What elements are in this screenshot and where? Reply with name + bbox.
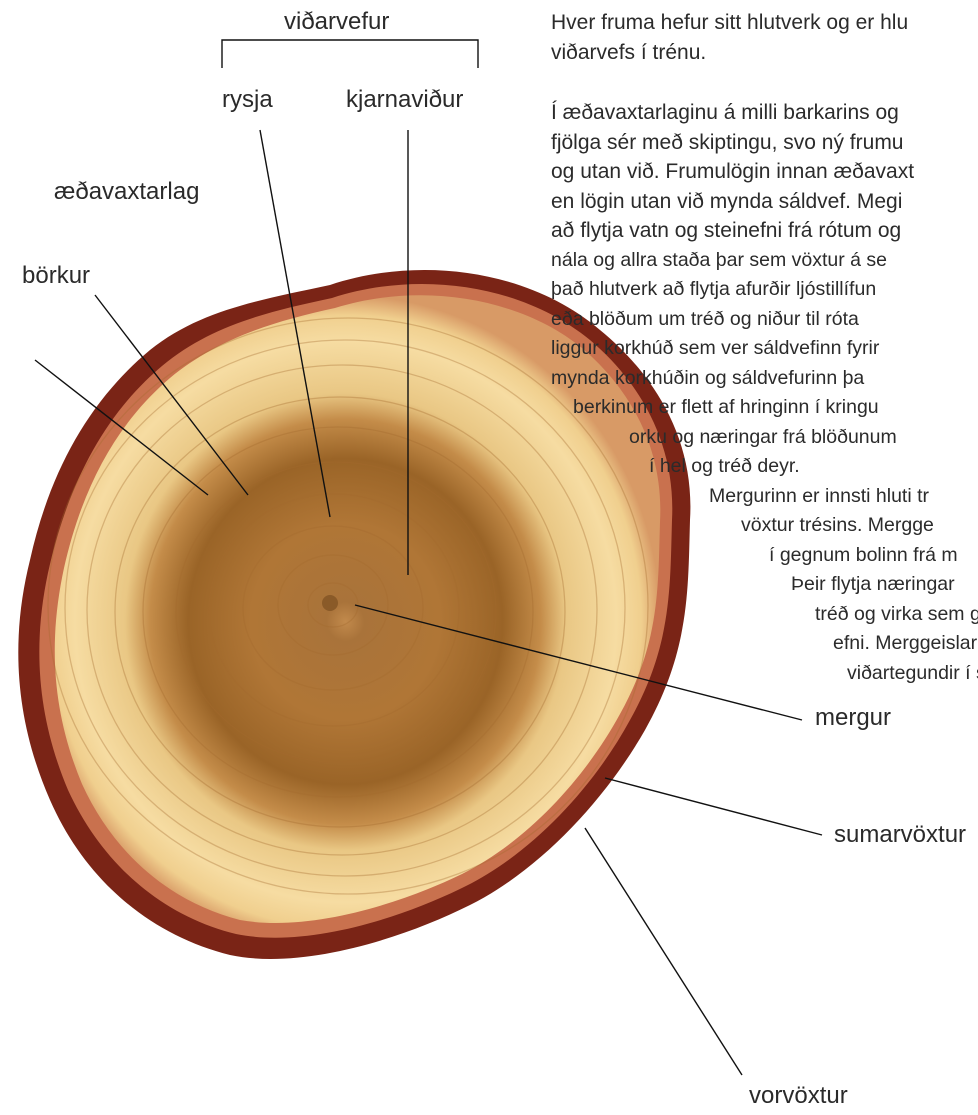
label-sumarvoxtur: sumarvöxtur — [834, 823, 966, 847]
text-line: viðarvefs í trénu. — [551, 38, 908, 68]
pith — [322, 595, 338, 611]
label-kjarnavidur: kjarnaviður — [346, 88, 463, 112]
text-line: tréð og virka sem g — [815, 600, 978, 630]
text-line: nála og allra staða þar sem vöxtur á se — [551, 246, 978, 276]
sumarvoxtur-leader — [605, 778, 822, 835]
text-line: Þeir flytja næringar — [791, 570, 978, 600]
text-line: fjölga sér með skiptingu, svo ný frumu — [551, 128, 978, 158]
label-borkur: börkur — [22, 264, 90, 288]
label-mergur: mergur — [815, 706, 891, 730]
label-vorvoxtur: vorvöxtur — [749, 1084, 848, 1108]
label-aedavaxtarlag: æðavaxtarlag — [54, 180, 199, 204]
text-line: viðartegundir í su — [847, 659, 978, 689]
text-line: og utan við. Frumulögin innan æðavaxt — [551, 157, 978, 187]
text-line: eða blöðum um tréð og niður til róta — [551, 305, 978, 335]
text-line: í hel og tréð deyr. — [649, 452, 978, 482]
vidarvefur-bracket — [222, 40, 478, 68]
text-line: að flytja vatn og steinefni frá rótum og — [551, 216, 978, 246]
text-line: liggur korkhúð sem ver sáldvefinn fyrir — [551, 334, 978, 364]
intro-paragraph: Hver fruma hefur sitt hlutverk og er hlu… — [551, 8, 908, 67]
label-vidarvefur: viðarvefur — [284, 10, 389, 34]
text-line: berkinum er flett af hringinn í kringu — [573, 393, 978, 423]
label-rysja: rysja — [222, 88, 273, 112]
text-line: Í æðavaxtarlaginu á milli barkarins og — [551, 98, 978, 128]
text-line: Hver fruma hefur sitt hlutverk og er hlu — [551, 8, 908, 38]
body-paragraph: Í æðavaxtarlaginu á milli barkarins og f… — [551, 98, 978, 688]
text-line: í gegnum bolinn frá m — [769, 541, 978, 571]
text-line: orku og næringar frá blöðunum — [629, 423, 978, 453]
text-line: en lögin utan við mynda sáldvef. Megi — [551, 187, 978, 217]
vorvoxtur-leader — [585, 828, 742, 1075]
text-line: það hlutverk að flytja afurðir ljóstillí… — [551, 275, 978, 305]
text-line: Mergurinn er innsti hluti tr — [709, 482, 978, 512]
text-line: mynda korkhúðin og sáldvefurinn þa — [551, 364, 978, 394]
text-line: efni. Merggeislarni — [833, 629, 978, 659]
text-line: vöxtur trésins. Mergge — [741, 511, 978, 541]
